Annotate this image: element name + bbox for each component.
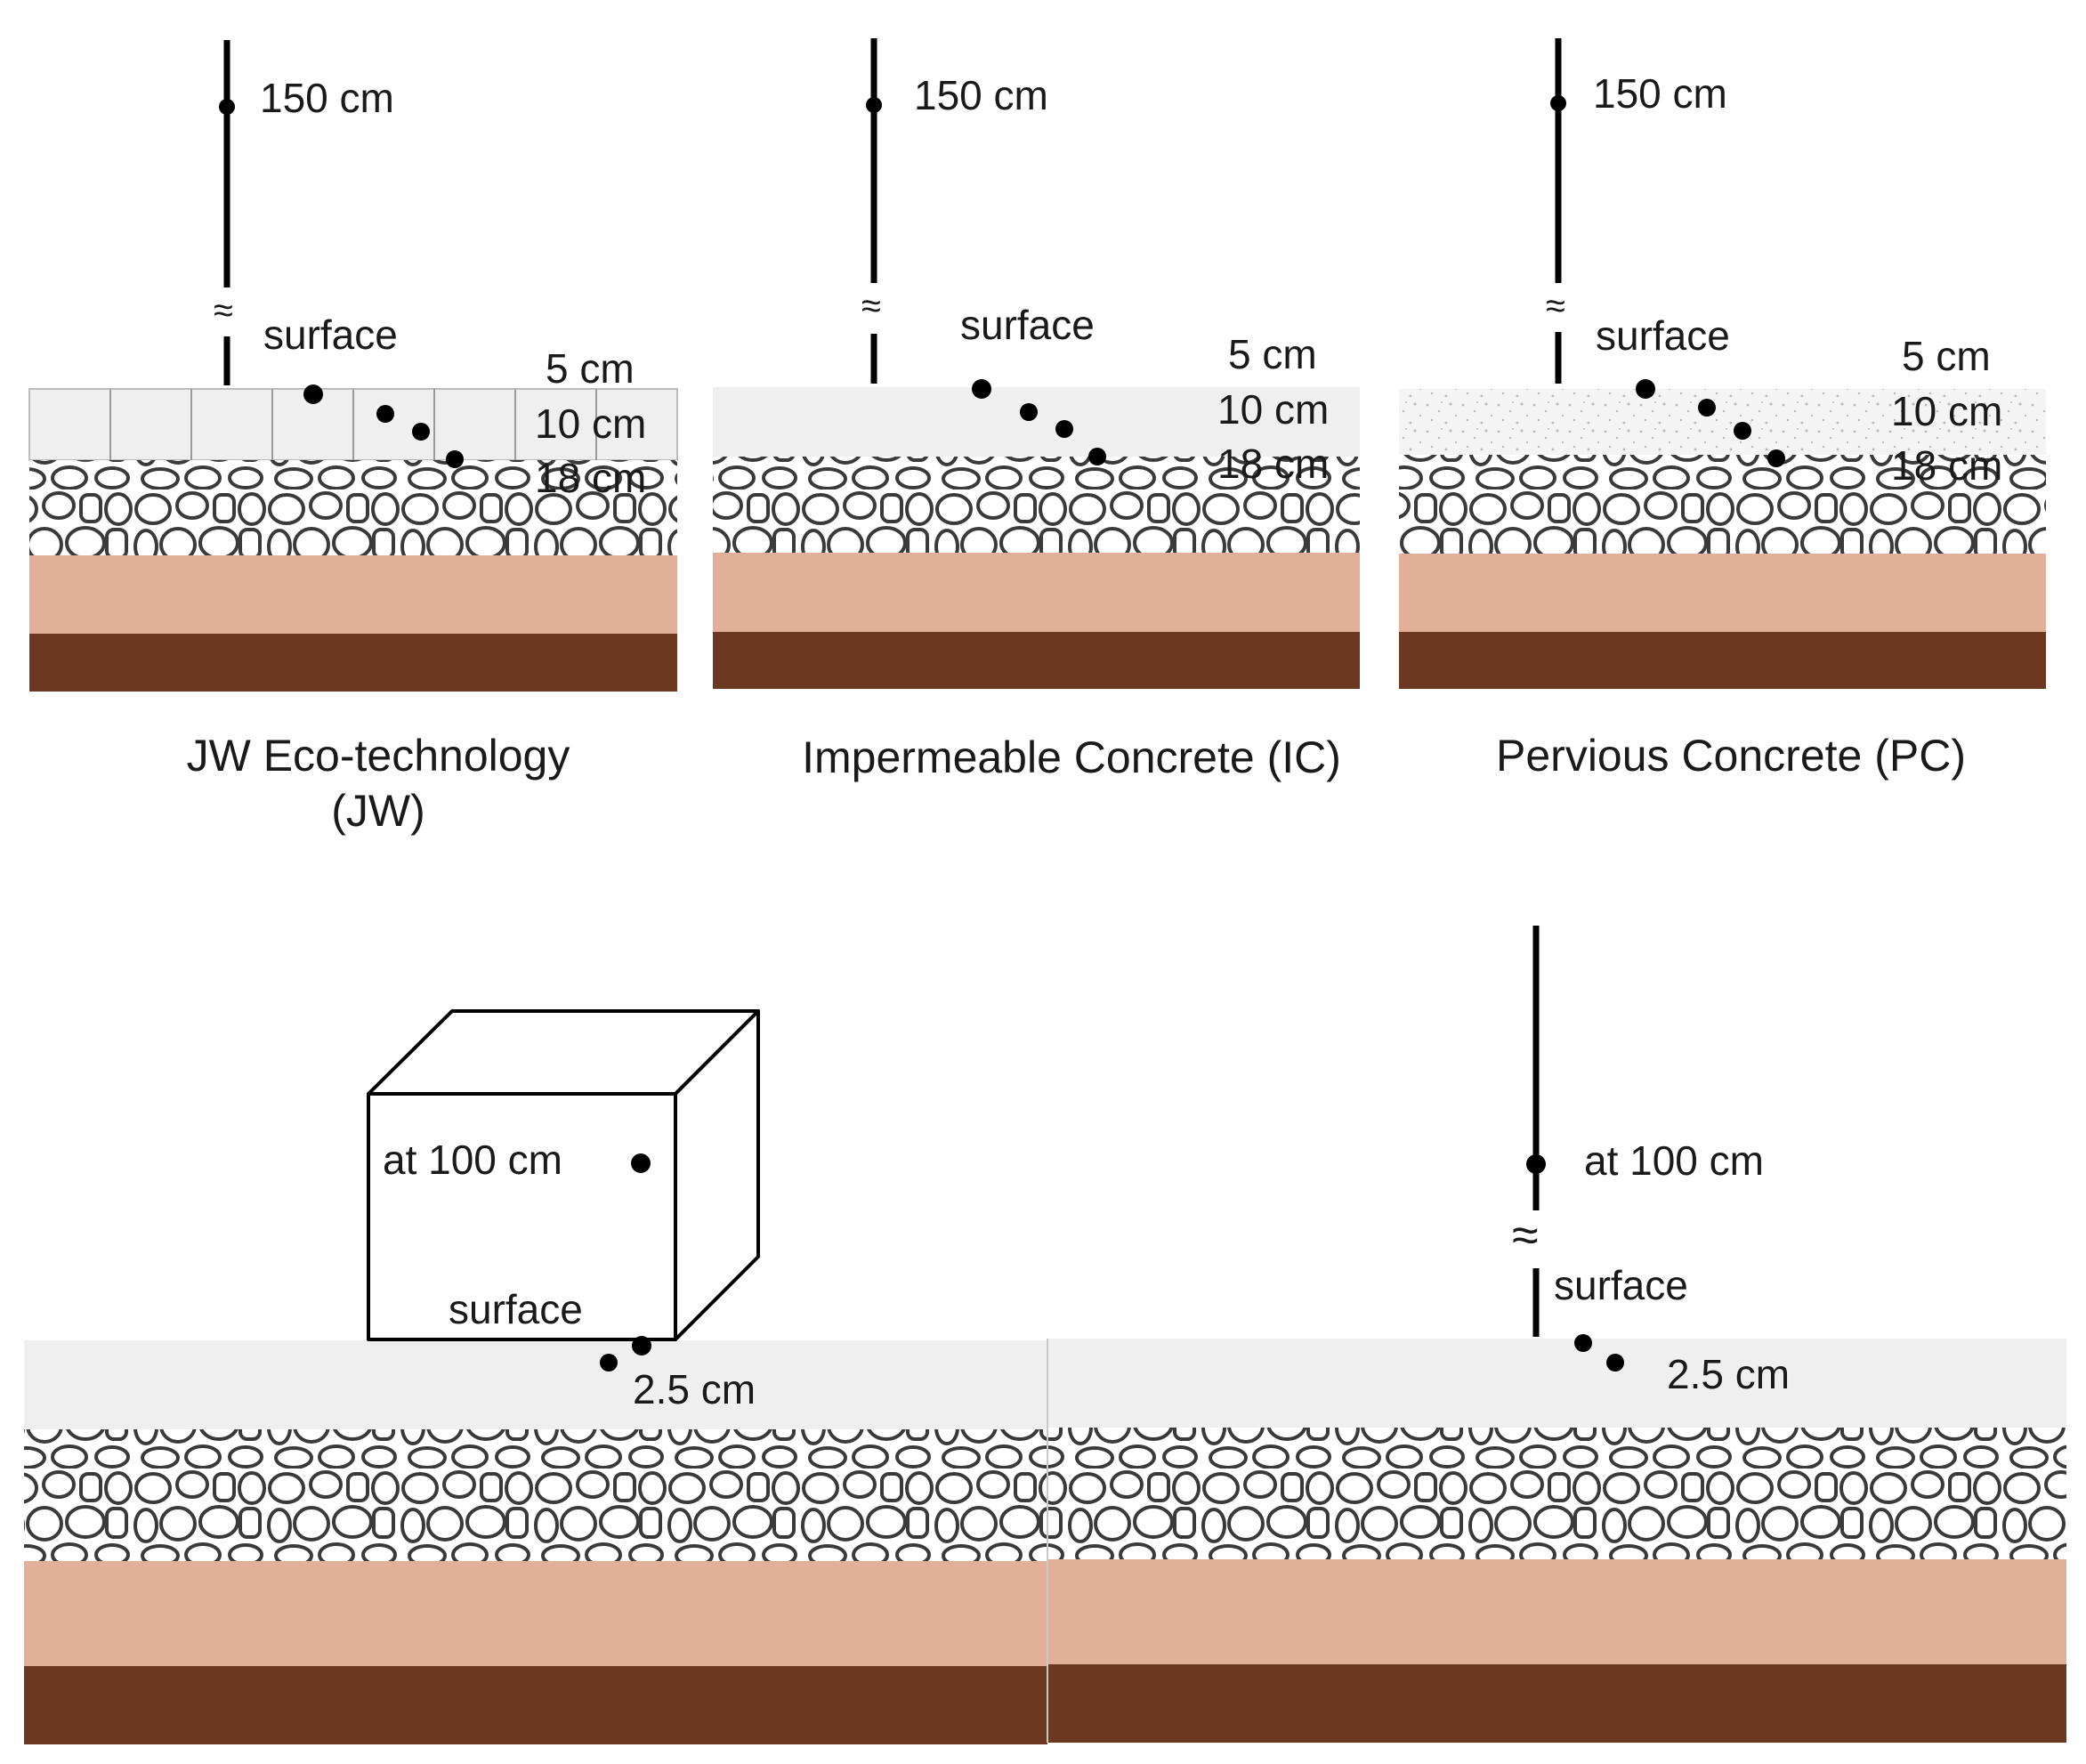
pc-surface-label: surface (1596, 312, 1730, 359)
pc-5cm-marker (1698, 399, 1716, 417)
pc-height-marker (1550, 95, 1566, 111)
jw-10cm-label: 10 cm (535, 401, 646, 447)
ic-break-symbol: ≈ (861, 287, 881, 326)
jw-break-symbol: ≈ (214, 291, 233, 330)
jw-tile-joints (109, 389, 597, 460)
pc-10cm-marker (1734, 422, 1751, 440)
chamber-height-marker (631, 1153, 651, 1173)
pc-height-label: 150 cm (1593, 70, 1727, 117)
pc-ground-profile (1399, 389, 2046, 689)
pc-18cm-label: 18 cm (1891, 442, 2002, 489)
pc-gravel-layer (1399, 455, 2046, 554)
bottom-right-ground-profile (1047, 1339, 2066, 1743)
bottom-right-break-symbol: ≈ (1512, 1209, 1539, 1262)
ic-18cm-marker (1088, 448, 1106, 465)
jw-surface-marker (303, 384, 323, 404)
jw-height-marker (219, 99, 235, 115)
pc-caption: Pervious Concrete (PC) (1496, 731, 1966, 781)
ic-gravel-layer (713, 457, 1360, 553)
bottom-right-soil-layer (1047, 1664, 2066, 1743)
bottom-left-gravel-layer (24, 1429, 1047, 1561)
bottom-left-surface-layer (24, 1340, 1047, 1429)
ic-subbase-layer (713, 553, 1360, 632)
measurement-chamber-box (367, 1009, 760, 1341)
ic-height-marker (866, 97, 882, 113)
chamber-surface-label: surface (449, 1286, 583, 1332)
jw-ground-profile (28, 388, 678, 692)
jw-height-label: 150 cm (260, 75, 394, 121)
jw-surface-label: surface (263, 312, 398, 358)
ic-5cm-label: 5 cm (1228, 331, 1317, 377)
ic-18cm-label: 18 cm (1217, 441, 1329, 487)
ic-surface-label: surface (960, 302, 1095, 348)
jw-10cm-marker (412, 423, 430, 441)
jw-subbase-layer (29, 555, 677, 634)
bottom-right-height-label: at 100 cm (1584, 1137, 1764, 1184)
jw-caption-line2: (JW) (331, 786, 425, 836)
bottom-left-panel: at 100 cm surface 2.5 cm (24, 1009, 1047, 1744)
jw-soil-layer (29, 634, 677, 692)
bottom-right-depth-marker (1606, 1354, 1624, 1372)
panel-jw: ≈ 150 cm surface 5 cm 10 cm 18 cm JW Eco… (28, 40, 678, 836)
pc-break-symbol: ≈ (1546, 287, 1565, 326)
ic-5cm-marker (1020, 403, 1038, 421)
bottom-right-surface-label: surface (1554, 1262, 1688, 1308)
jw-18cm-label: 18 cm (535, 455, 646, 501)
jw-5cm-label: 5 cm (546, 345, 635, 392)
ic-soil-layer (713, 632, 1360, 689)
ic-height-label: 150 cm (914, 72, 1048, 118)
jw-5cm-marker (376, 405, 394, 423)
bottom-left-subbase-layer (24, 1561, 1047, 1666)
jw-gravel-layer (29, 460, 677, 555)
ic-ground-profile (713, 387, 1360, 689)
pc-soil-layer (1399, 632, 2046, 689)
jw-18cm-marker (446, 450, 464, 468)
bottom-left-soil-layer (24, 1666, 1047, 1744)
pc-18cm-marker (1767, 449, 1785, 467)
ic-10cm-marker (1055, 420, 1073, 438)
bottom-right-gravel-layer (1047, 1428, 2066, 1559)
pc-subbase-layer (1399, 554, 2046, 632)
chamber-height-label: at 100 cm (383, 1137, 562, 1183)
pc-5cm-label: 5 cm (1902, 333, 1991, 379)
bottom-right-height-marker (1526, 1154, 1546, 1174)
pc-surface-marker (1636, 379, 1655, 399)
chamber-depth-marker (600, 1354, 618, 1372)
pc-surface-layer (1399, 389, 2046, 455)
bottom-left-ground-profile (24, 1340, 1047, 1744)
bottom-right-depth-label: 2.5 cm (1667, 1351, 1790, 1397)
ic-surface-layer (713, 387, 1360, 457)
chamber-front-face (367, 1092, 677, 1341)
panel-pc: ≈ 150 cm surface 5 cm 10 cm 18 cm Pervio… (1399, 38, 2046, 781)
ic-caption: Impermeable Concrete (IC) (802, 732, 1341, 782)
bottom-right-panel: ≈ at 100 cm surface 2.5 cm (1047, 926, 2066, 1743)
bottom-right-surface-layer (1047, 1339, 2066, 1428)
jw-caption-line1: JW Eco-technology (187, 731, 570, 781)
ic-surface-marker (972, 379, 991, 399)
ic-10cm-label: 10 cm (1217, 386, 1329, 433)
pc-10cm-label: 10 cm (1891, 388, 2002, 434)
chamber-surface-marker (632, 1336, 651, 1355)
bottom-right-subbase-layer (1047, 1559, 2066, 1664)
chamber-depth-label: 2.5 cm (633, 1366, 756, 1412)
bottom-right-surface-marker (1574, 1334, 1592, 1352)
panel-ic: ≈ 150 cm surface 5 cm 10 cm 18 cm Imperm… (713, 38, 1360, 782)
